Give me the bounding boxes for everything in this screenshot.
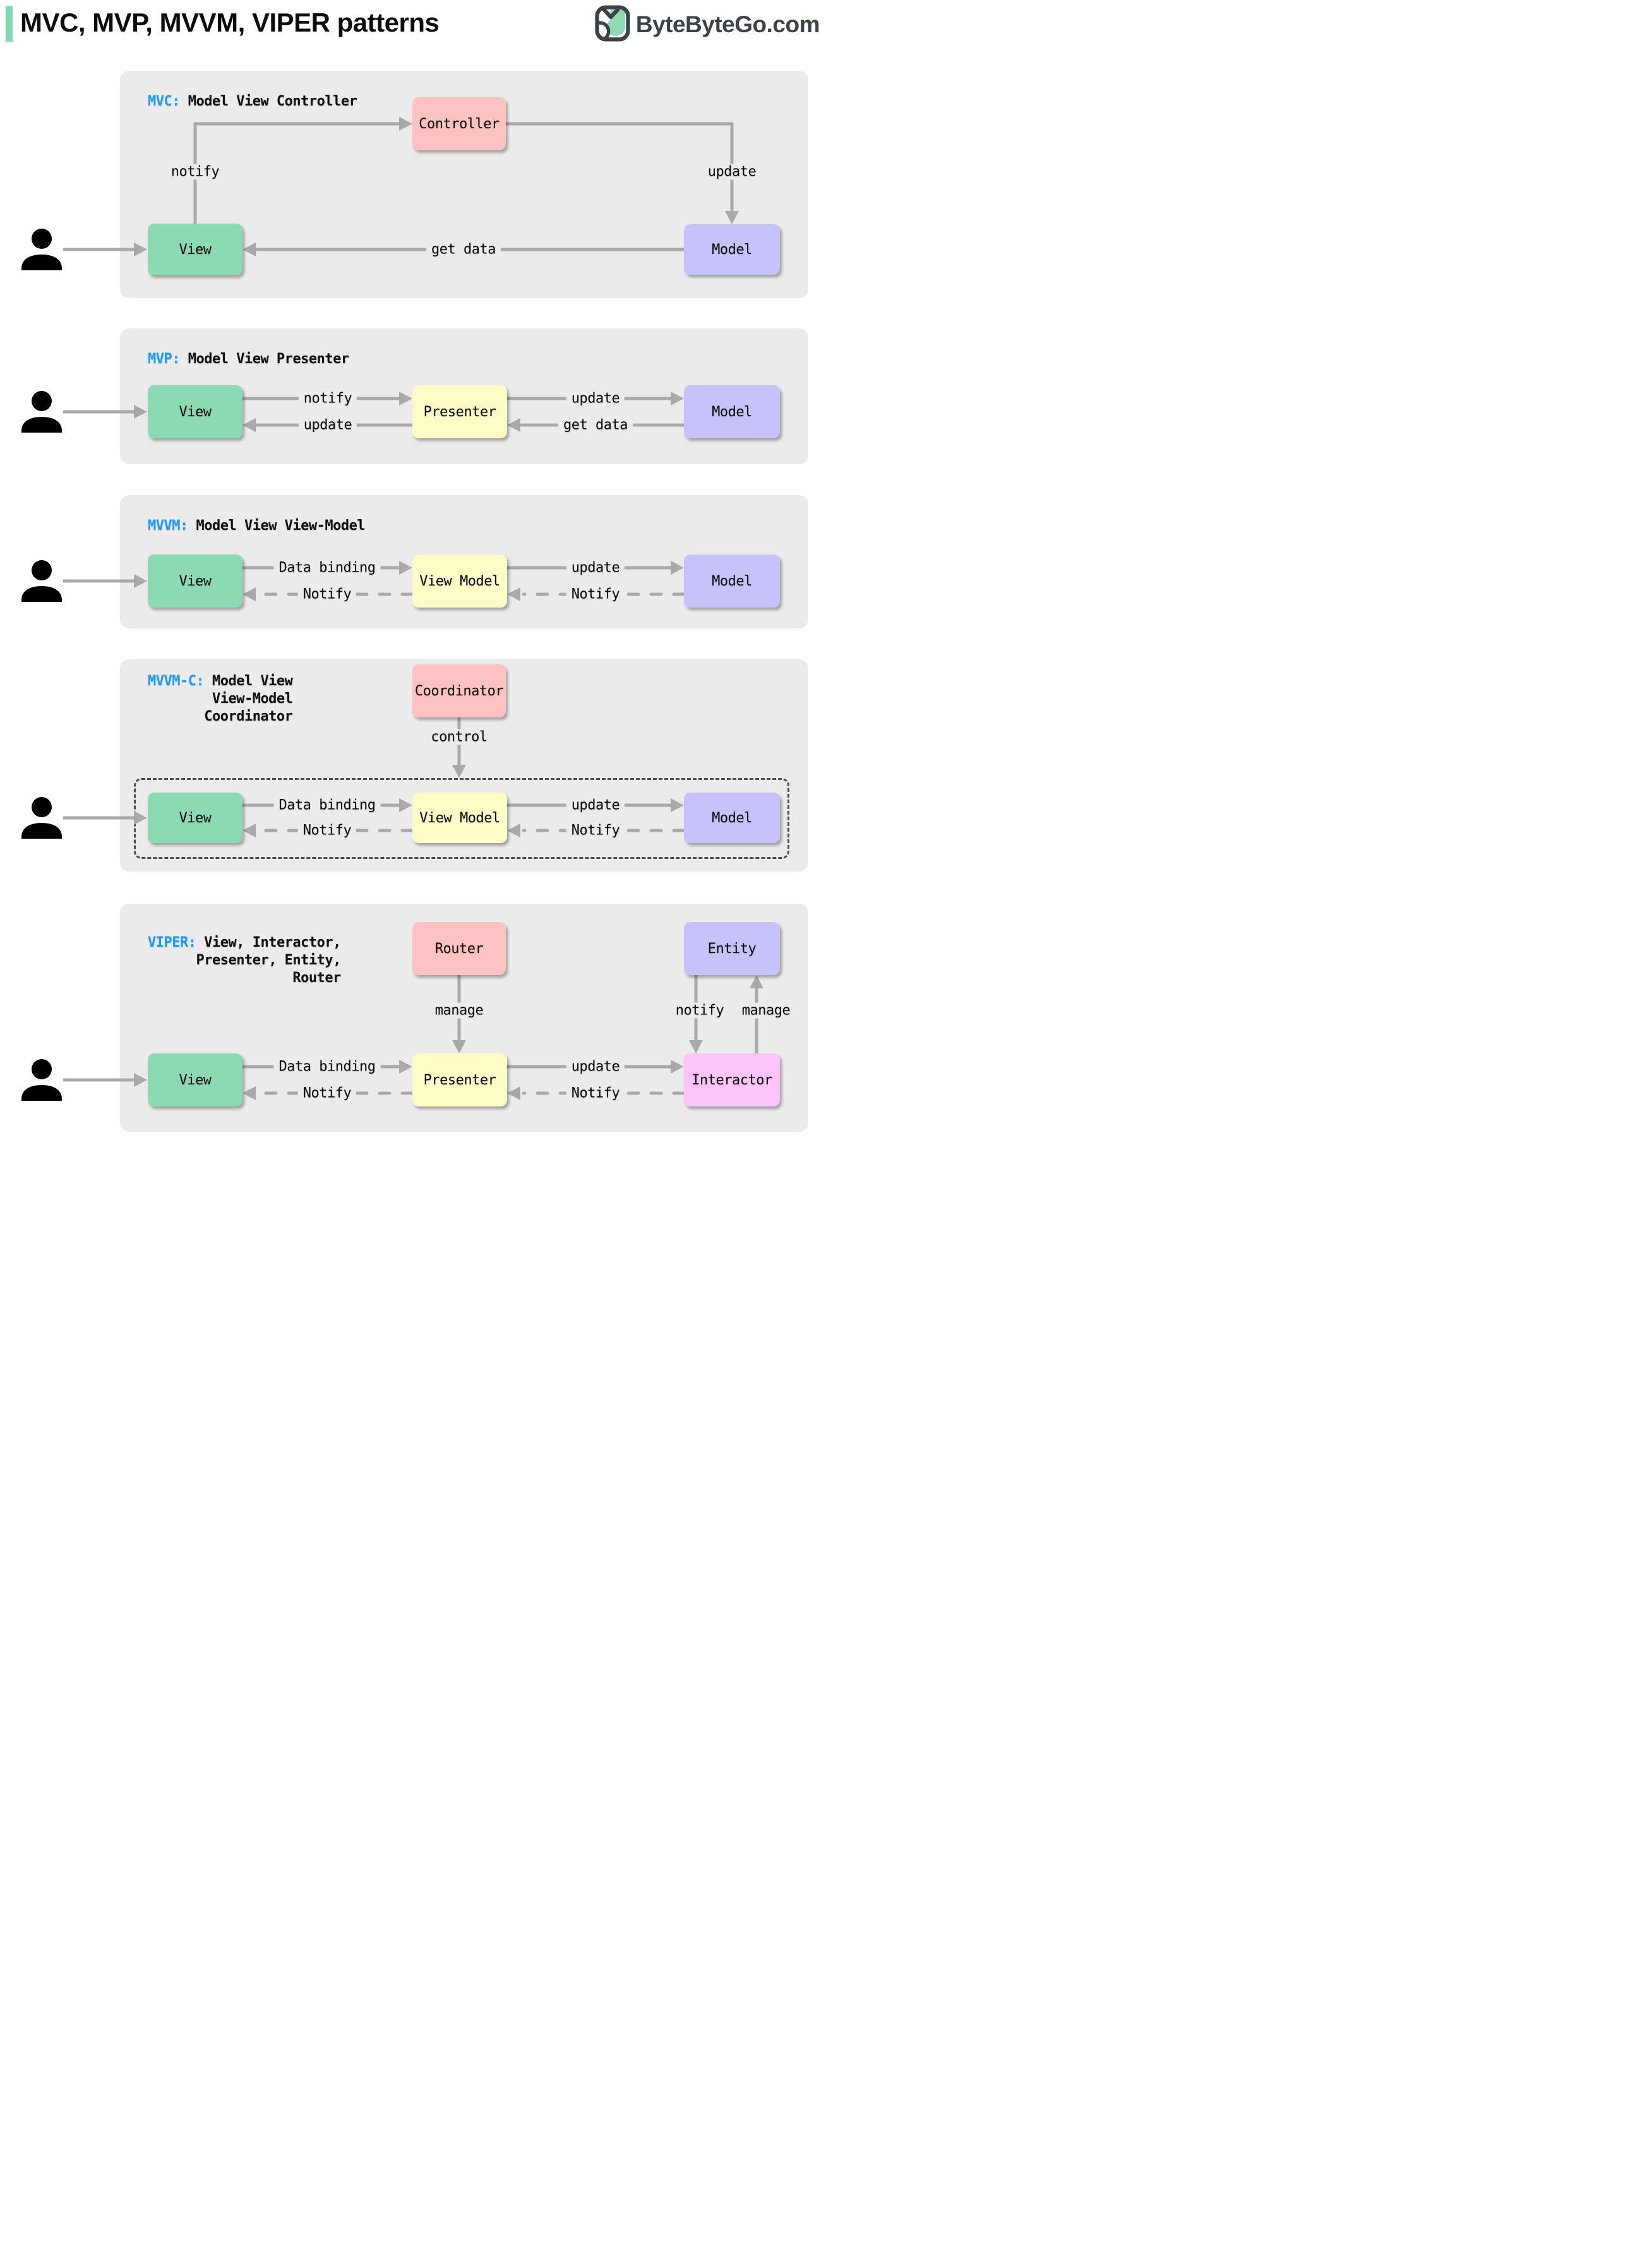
pattern-tag: VIPER: xyxy=(148,935,196,950)
panel-mvvm-c: MVVM-C: Model View View-Model Coordinato… xyxy=(120,659,808,872)
panel-viper: VIPER: View, Interactor, Presenter, Enti… xyxy=(120,904,808,1132)
box-view: View xyxy=(148,1053,242,1106)
arrow-label-notify: Notify xyxy=(297,1085,357,1101)
panel-mvp: MVP: Model View Presenter View Presenter… xyxy=(120,328,808,464)
box-controller: Controller xyxy=(412,97,506,150)
arrow-label-notify: Notify xyxy=(297,822,357,839)
brand-text: ByteByteGo.com xyxy=(635,11,820,37)
arrow-label-notify: notify xyxy=(298,390,357,407)
page-title: MVC, MVP, MVVM, VIPER patterns xyxy=(20,8,440,37)
pattern-tag: MVC: xyxy=(148,93,180,109)
panel-mvvm-c-title: MVVM-C: Model View View-Model Coordinato… xyxy=(148,673,293,726)
panel-mvp-title: MVP: Model View Presenter xyxy=(148,351,349,367)
arrow-label-notify: notify xyxy=(673,1002,727,1019)
arrow-label-notify: Notify xyxy=(566,822,625,839)
arrow-notify xyxy=(193,122,399,224)
arrow-update xyxy=(506,122,734,211)
arrow-label-notify: Notify xyxy=(297,586,357,602)
pattern-title-line: Router xyxy=(292,970,341,986)
arrow-label-get-data: get data xyxy=(426,241,501,258)
pattern-title-line: Coordinator xyxy=(204,709,293,724)
box-view: View xyxy=(148,793,242,843)
user-icon xyxy=(0,556,152,606)
arrow-label-data-binding: Data binding xyxy=(273,1058,381,1075)
box-presenter: Presenter xyxy=(412,1053,507,1106)
title-accent-bar xyxy=(6,6,13,42)
user-icon xyxy=(0,793,152,843)
panel-mvc: MVC: Model View Controller Controller Vi… xyxy=(120,71,808,298)
arrow-label-update: update xyxy=(702,164,762,180)
arrow-label-update: update xyxy=(566,1058,625,1075)
page: MVC, MVP, MVVM, VIPER patterns ByteByteG… xyxy=(0,0,826,1133)
arrow-label-manage: manage xyxy=(429,1002,489,1019)
pattern-title-line: Presenter, Entity, xyxy=(196,952,341,968)
arrow-label-notify: notify xyxy=(165,164,225,180)
user-icon xyxy=(0,224,152,275)
box-model: Model xyxy=(684,224,780,275)
box-view: View xyxy=(148,385,242,438)
arrow-label-update: update xyxy=(566,560,625,576)
box-view-model: View Model xyxy=(412,555,507,608)
panel-mvvm: MVVM: Model View View-Model View View Mo… xyxy=(120,495,808,628)
arrow-label-control: control xyxy=(426,729,493,745)
arrow-label-get-data: get data xyxy=(558,417,633,433)
user-icon xyxy=(0,1055,152,1105)
arrow-label-update: update xyxy=(566,797,625,813)
box-view: View xyxy=(148,555,242,608)
box-coordinator: Coordinator xyxy=(412,664,506,717)
brand-logo: ByteByteGo.com xyxy=(594,5,820,44)
arrow-label-update: update xyxy=(298,417,357,433)
pattern-title-line: Model View xyxy=(212,673,293,689)
box-model: Model xyxy=(684,385,780,438)
box-interactor: Interactor xyxy=(684,1053,780,1106)
pattern-title-line: View-Model xyxy=(212,691,293,707)
box-model: Model xyxy=(684,555,780,608)
pattern-tag: MVVM: xyxy=(148,518,188,534)
box-router: Router xyxy=(412,922,506,975)
panel-mvc-title: MVC: Model View Controller xyxy=(148,93,357,109)
panel-mvvm-title: MVVM: Model View View-Model xyxy=(148,518,366,534)
pattern-tag: MVP: xyxy=(148,351,180,367)
pattern-title: Model View View-Model xyxy=(196,518,366,534)
box-entity: Entity xyxy=(684,922,780,975)
user-icon xyxy=(0,387,152,437)
pattern-title: Model View Presenter xyxy=(188,351,349,367)
arrow-label-notify: Notify xyxy=(566,586,625,602)
arrow-label-update: update xyxy=(566,390,625,407)
box-view-model: View Model xyxy=(412,793,507,843)
bytebytego-logo-icon xyxy=(594,5,631,44)
box-view: View xyxy=(148,224,242,275)
pattern-title-line: View, Interactor, xyxy=(204,935,341,950)
arrow-label-data-binding: Data binding xyxy=(273,797,381,813)
box-presenter: Presenter xyxy=(412,385,507,438)
pattern-tag: MVVM-C: xyxy=(148,673,205,689)
panel-viper-title: VIPER: View, Interactor, Presenter, Enti… xyxy=(148,934,341,987)
arrow-label-notify: Notify xyxy=(566,1085,625,1101)
arrow-label-data-binding: Data binding xyxy=(273,560,381,576)
arrow-label-manage: manage xyxy=(739,1002,793,1019)
box-model: Model xyxy=(684,793,780,843)
pattern-title: Model View Controller xyxy=(188,93,357,109)
